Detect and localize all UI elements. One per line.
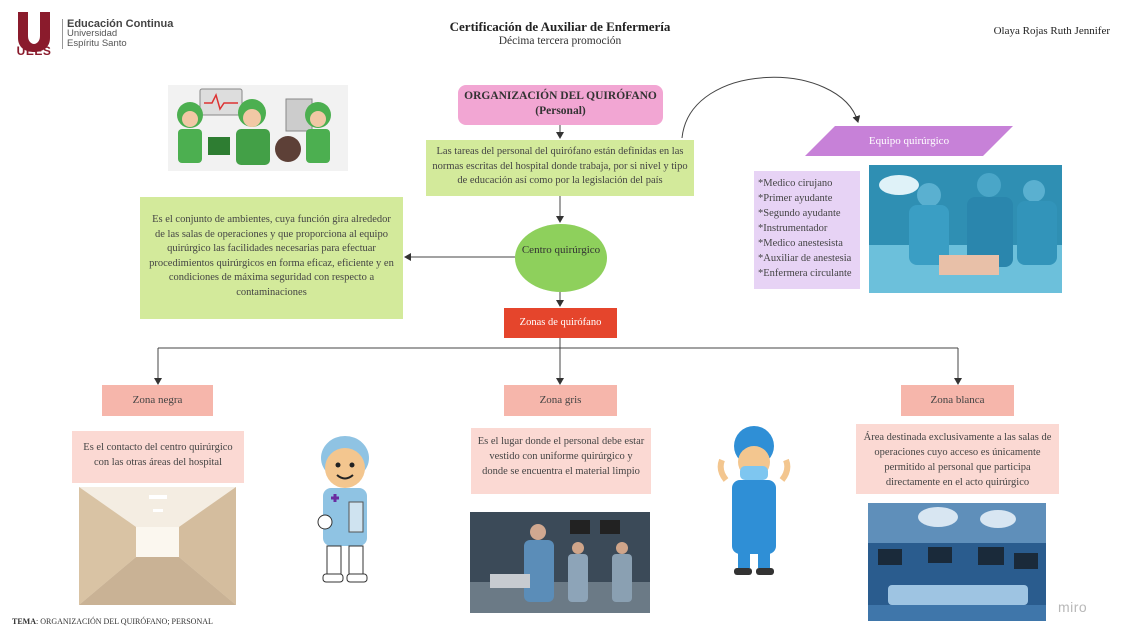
zonas-node: Zonas de quirófano (504, 308, 617, 338)
logo-line2: Universidad (67, 28, 118, 39)
zone-negra-label: Zona negra (102, 385, 213, 416)
list-item: *Instrumentador (758, 223, 828, 234)
page-title: Certificación de Auxiliar de Enfermería (449, 19, 671, 34)
list-item: *Enfermera circulante (758, 268, 852, 279)
main-title-box: ORGANIZACIÓN DEL QUIRÓFANO (Personal) (458, 85, 663, 125)
tema-label: TEMA (12, 617, 36, 626)
team-label: Equipo quirúrgico (868, 135, 950, 147)
zone-gris-label: Zona gris (504, 385, 617, 416)
list-item: *Medico cirujano (758, 178, 833, 189)
tasks-box: Las tareas del personal del quirófano es… (426, 140, 694, 196)
centro-quirurgico-node: Centro quirúrgico (515, 224, 607, 292)
team-list: *Medico cirujano *Primer ayudante *Segun… (754, 171, 860, 289)
zone-blanca-label: Zona blanca (901, 385, 1014, 416)
zone-blanca-description: Área destinada exclusivamente a las sala… (856, 424, 1059, 494)
author-name: Olaya Rojas Ruth Jennifer (993, 25, 1110, 37)
tema-text: : ORGANIZACIÓN DEL QUIRÓFANO; PERSONAL (36, 617, 213, 626)
logo-letters: UEES (16, 44, 52, 58)
logo-line3: Espíritu Santo (67, 38, 127, 49)
hospital-corridor-photo (79, 487, 236, 605)
logo-text: Educación Continua Universidad Espíritu … (62, 19, 173, 49)
list-item: *Primer ayudante (758, 193, 833, 204)
surgeon-cartoon-illustration (717, 426, 791, 575)
zone-gris-description: Es el lugar donde el personal debe estar… (471, 428, 651, 494)
operating-room-white-photo (868, 503, 1046, 621)
parallelogram-shape (805, 126, 1013, 156)
logo-line1: Educación Continua (67, 18, 174, 30)
definition-box: Es el conjunto de ambientes, cuya funció… (140, 197, 403, 319)
miro-watermark: miro (1058, 599, 1088, 615)
surgery-team-photo (869, 165, 1062, 293)
page-subtitle: Décima tercera promoción (498, 35, 622, 47)
uees-logo (18, 12, 50, 52)
operating-room-gray-photo (470, 512, 650, 613)
nurse-cartoon-illustration (317, 436, 369, 583)
team-label-node: Equipo quirúrgico (805, 126, 1013, 156)
surgical-team-illustration (168, 85, 348, 171)
list-item: *Auxiliar de anestesia (758, 253, 852, 264)
list-item: *Segundo ayudante (758, 208, 841, 219)
footer-topic: TEMA: ORGANIZACIÓN DEL QUIRÓFANO; PERSON… (12, 617, 213, 626)
main-title-sub: (Personal) (535, 105, 586, 117)
list-item: *Medico anestesista (758, 238, 843, 249)
main-title: ORGANIZACIÓN DEL QUIRÓFANO (464, 90, 657, 102)
zone-negra-description: Es el contacto del centro quirúrgico con… (72, 431, 244, 483)
